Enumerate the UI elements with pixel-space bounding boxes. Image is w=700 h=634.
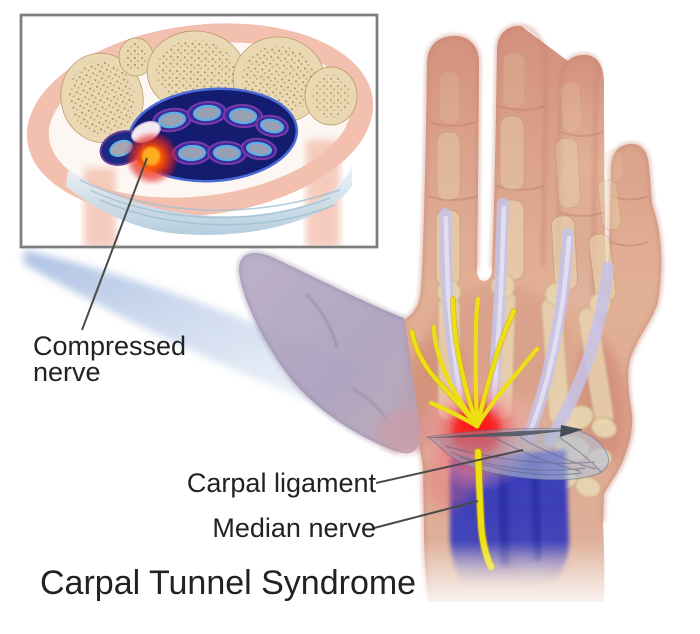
flexor-tendons-cross-section bbox=[152, 100, 289, 166]
figure-title: Carpal Tunnel Syndrome bbox=[40, 564, 416, 602]
ligament-edge-spike bbox=[424, 429, 581, 438]
inset-box bbox=[19, 13, 379, 249]
leader-median-nerve bbox=[373, 500, 479, 529]
ligament-cross-section bbox=[66, 164, 352, 235]
thumb bbox=[237, 251, 430, 454]
inset-frame-overlay bbox=[19, 13, 379, 249]
hand-illustration bbox=[237, 24, 663, 632]
cross-section-illustration bbox=[26, 23, 374, 246]
leader-compressed-nerve bbox=[81, 157, 148, 331]
finger-creases bbox=[427, 105, 650, 247]
carpal-ligament-sheet bbox=[424, 425, 609, 481]
label-compressed-nerve-line1: Compressed bbox=[33, 331, 186, 361]
ligament-pointer-arrow bbox=[560, 425, 583, 437]
label-median-nerve: Median nerve bbox=[212, 513, 376, 543]
label-compressed-nerve-line2: nerve bbox=[33, 357, 101, 387]
thumb-crease bbox=[305, 293, 338, 349]
thumb-base-tint bbox=[378, 410, 430, 454]
forearm-fade bbox=[405, 540, 645, 632]
label-carpal-ligament: Carpal ligament bbox=[187, 468, 377, 498]
hand-edge-shading bbox=[402, 24, 663, 603]
compressed-median-nerve-spot bbox=[125, 131, 179, 185]
leader-carpal-ligament bbox=[375, 449, 524, 484]
median-nerve-branches bbox=[409, 296, 540, 429]
